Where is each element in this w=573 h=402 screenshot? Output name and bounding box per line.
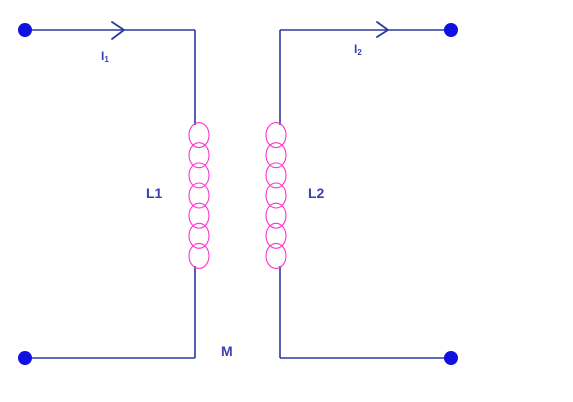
- current-i1-arrow-icon: [111, 21, 125, 40]
- secondary-terminal-top[interactable]: [444, 23, 458, 37]
- coil-secondary-turn: [265, 222, 287, 249]
- secondary-coil-l2: [265, 122, 287, 269]
- coil-secondary-turn: [265, 162, 287, 189]
- primary-terminal-top[interactable]: [18, 23, 32, 37]
- coil-secondary-turn: [265, 202, 287, 229]
- primary-coil-l1: [188, 122, 210, 269]
- coil-primary-turn: [188, 182, 210, 209]
- coil-primary-turn: [188, 162, 210, 189]
- coil-primary-turn: [188, 142, 210, 169]
- primary-circuit: [18, 21, 196, 365]
- coil-secondary-turn: [265, 182, 287, 209]
- current-i1-label: I1: [101, 49, 109, 64]
- coil-primary-turn: [188, 242, 210, 269]
- inductor-l2-label: L2: [308, 185, 325, 201]
- primary-terminal-bottom[interactable]: [18, 351, 32, 365]
- coil-primary-turn: [188, 122, 210, 149]
- inductor-l1-label: L1: [146, 185, 163, 201]
- secondary-terminal-bottom[interactable]: [444, 351, 458, 365]
- coil-secondary-turn: [265, 242, 287, 269]
- coil-secondary-turn: [265, 142, 287, 169]
- current-i2-label: I2: [354, 42, 362, 57]
- coil-secondary-turn: [265, 122, 287, 149]
- mutual-inductance-label: M: [221, 343, 233, 359]
- current-i2-arrow-icon: [376, 21, 389, 38]
- secondary-circuit: [279, 21, 458, 365]
- coil-primary-turn: [188, 202, 210, 229]
- coil-primary-turn: [188, 222, 210, 249]
